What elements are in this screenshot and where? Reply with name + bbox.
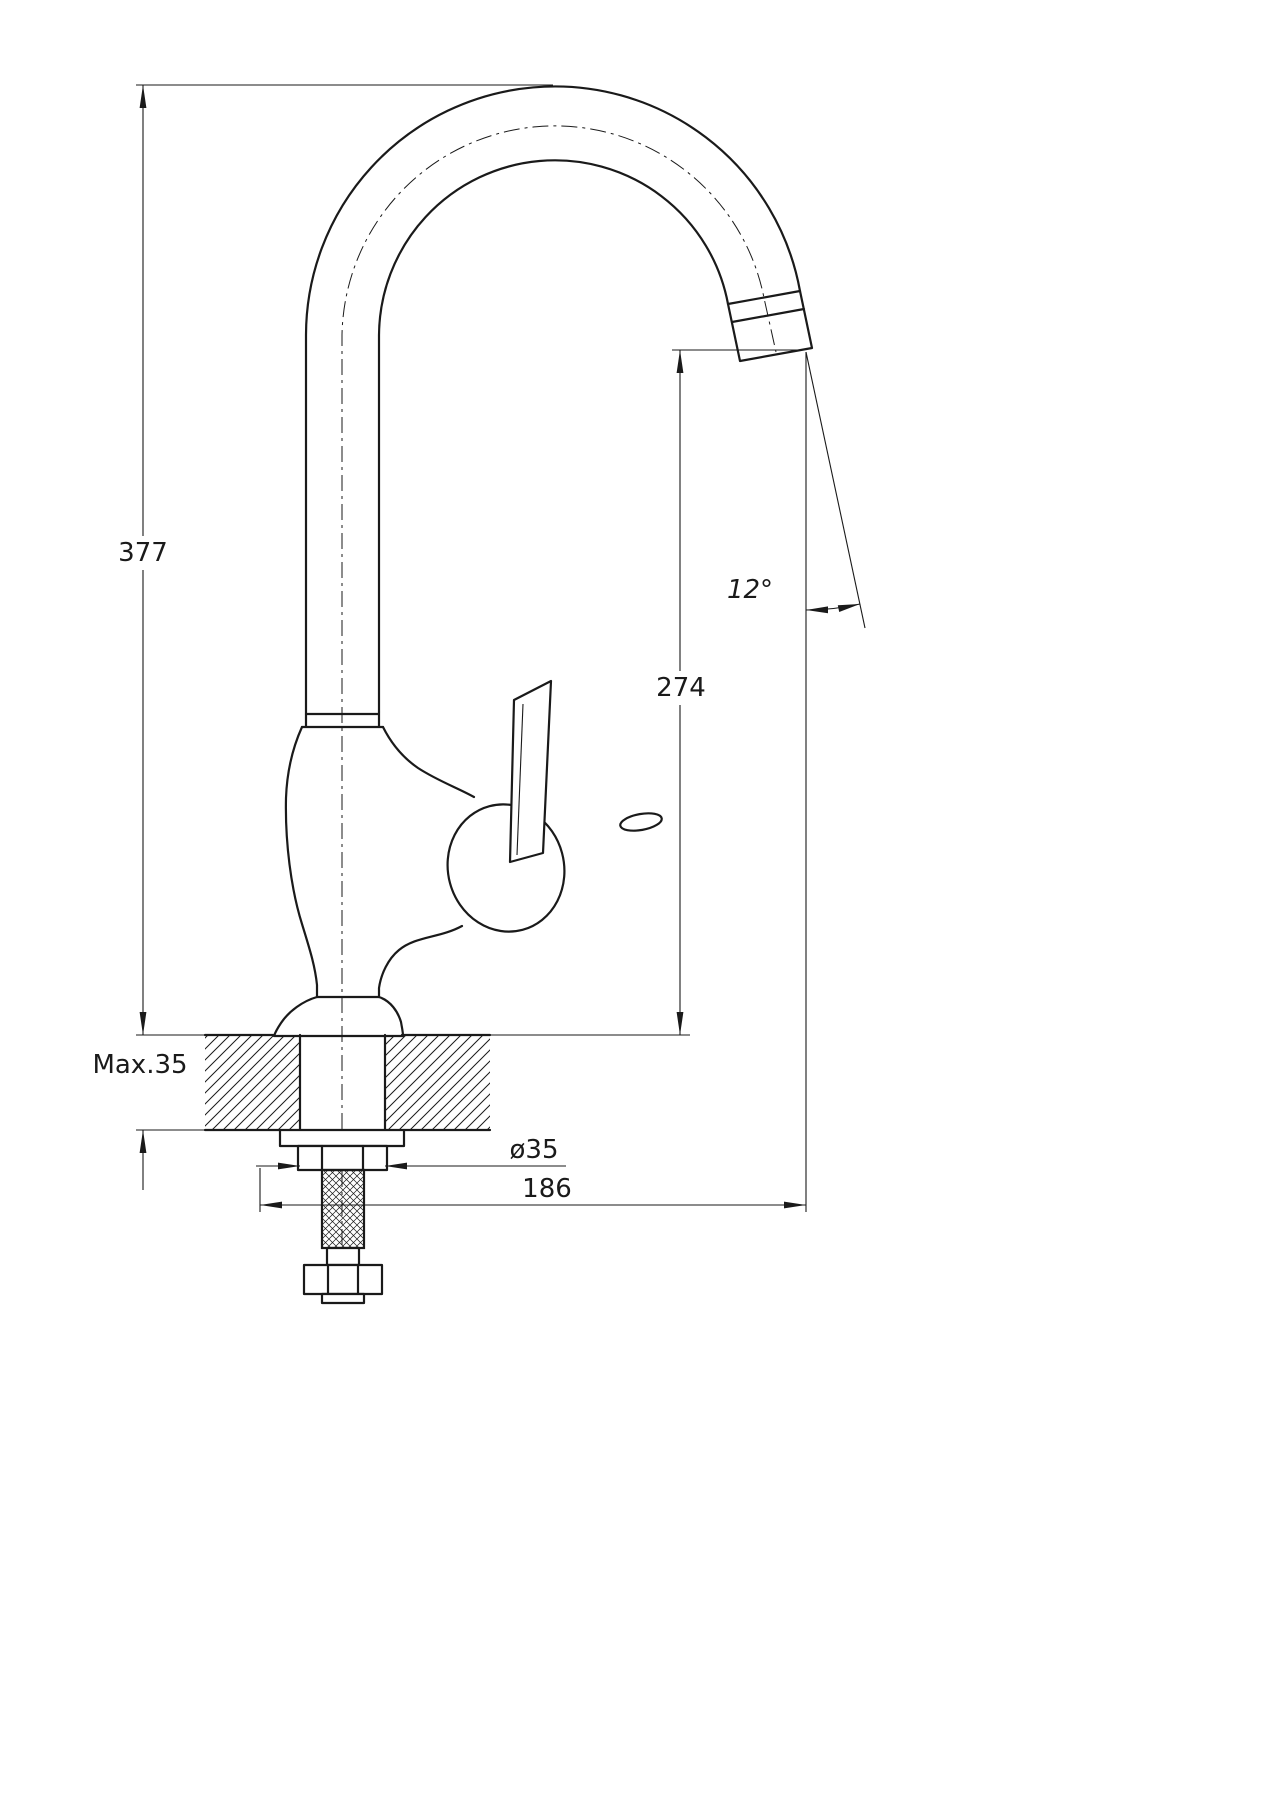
dim-max35-label: Max.35 [92,1050,187,1080]
dim-274-label-bg [650,671,712,705]
mounting-nut [296,1144,389,1172]
hose-end-nut [302,1263,384,1296]
dim-377-arrow-top [139,85,147,108]
dim-12deg-tilted-line [805,351,866,629]
body-right-lower-outline [377,924,464,999]
countertop-hatch-left [205,1035,300,1130]
hose-collar [325,1246,361,1267]
hose-end-nut-facets [326,1263,360,1296]
dim-274-arrow-top [676,350,684,373]
countertop-hatch-right [385,1035,490,1130]
spout-aerator [726,289,814,363]
dim-377-label-bg [112,536,174,570]
lever-handle-edge-line [516,703,524,856]
dim-12deg-label: 12° [727,575,773,605]
dim-274-label: 274 [656,673,706,703]
hose-end-stub [320,1292,366,1305]
spout-collar [300,710,385,729]
dim-12deg-arrow-left [806,606,828,614]
cartridge-cap [446,803,566,933]
countertop-section [203,1033,492,1132]
braided-hose [320,1168,366,1250]
dim-186-label: 186 [522,1174,572,1204]
cartridge-cap-detail [619,812,663,832]
dim-186-arrow-right [784,1201,806,1209]
dim-12deg-arrow-right [837,604,860,612]
body-left-outline [284,725,319,999]
dim-max35-arrow [139,1130,147,1153]
lever-handle [508,679,553,864]
base-flange [272,995,405,1038]
dim-d35-arrow-right [385,1162,407,1170]
dim-377-label: 377 [118,538,168,568]
mounting-washer [278,1128,406,1148]
center-axis-line [341,125,777,1303]
dim-max35-label-bg [90,1048,190,1082]
dim-377-arrow-bottom [139,1012,147,1035]
spout-inner-outline [377,159,730,714]
faucet-body [272,85,814,1038]
dim-d35-arrow-left [278,1162,300,1170]
dim-274-arrow-bottom [676,1012,684,1035]
dim-186-arrow-left [260,1201,282,1209]
mounting-hole-edges [298,1033,387,1132]
mounting-nut-facets [320,1144,365,1172]
body-right-outline [381,725,476,799]
dim-d35-label: ø35 [510,1135,559,1165]
spout-outer-outline [304,85,802,720]
dimension-annotations: 377 Max.35 274 12° ø35 186 [90,84,866,1212]
under-counter-assembly [278,1128,406,1305]
